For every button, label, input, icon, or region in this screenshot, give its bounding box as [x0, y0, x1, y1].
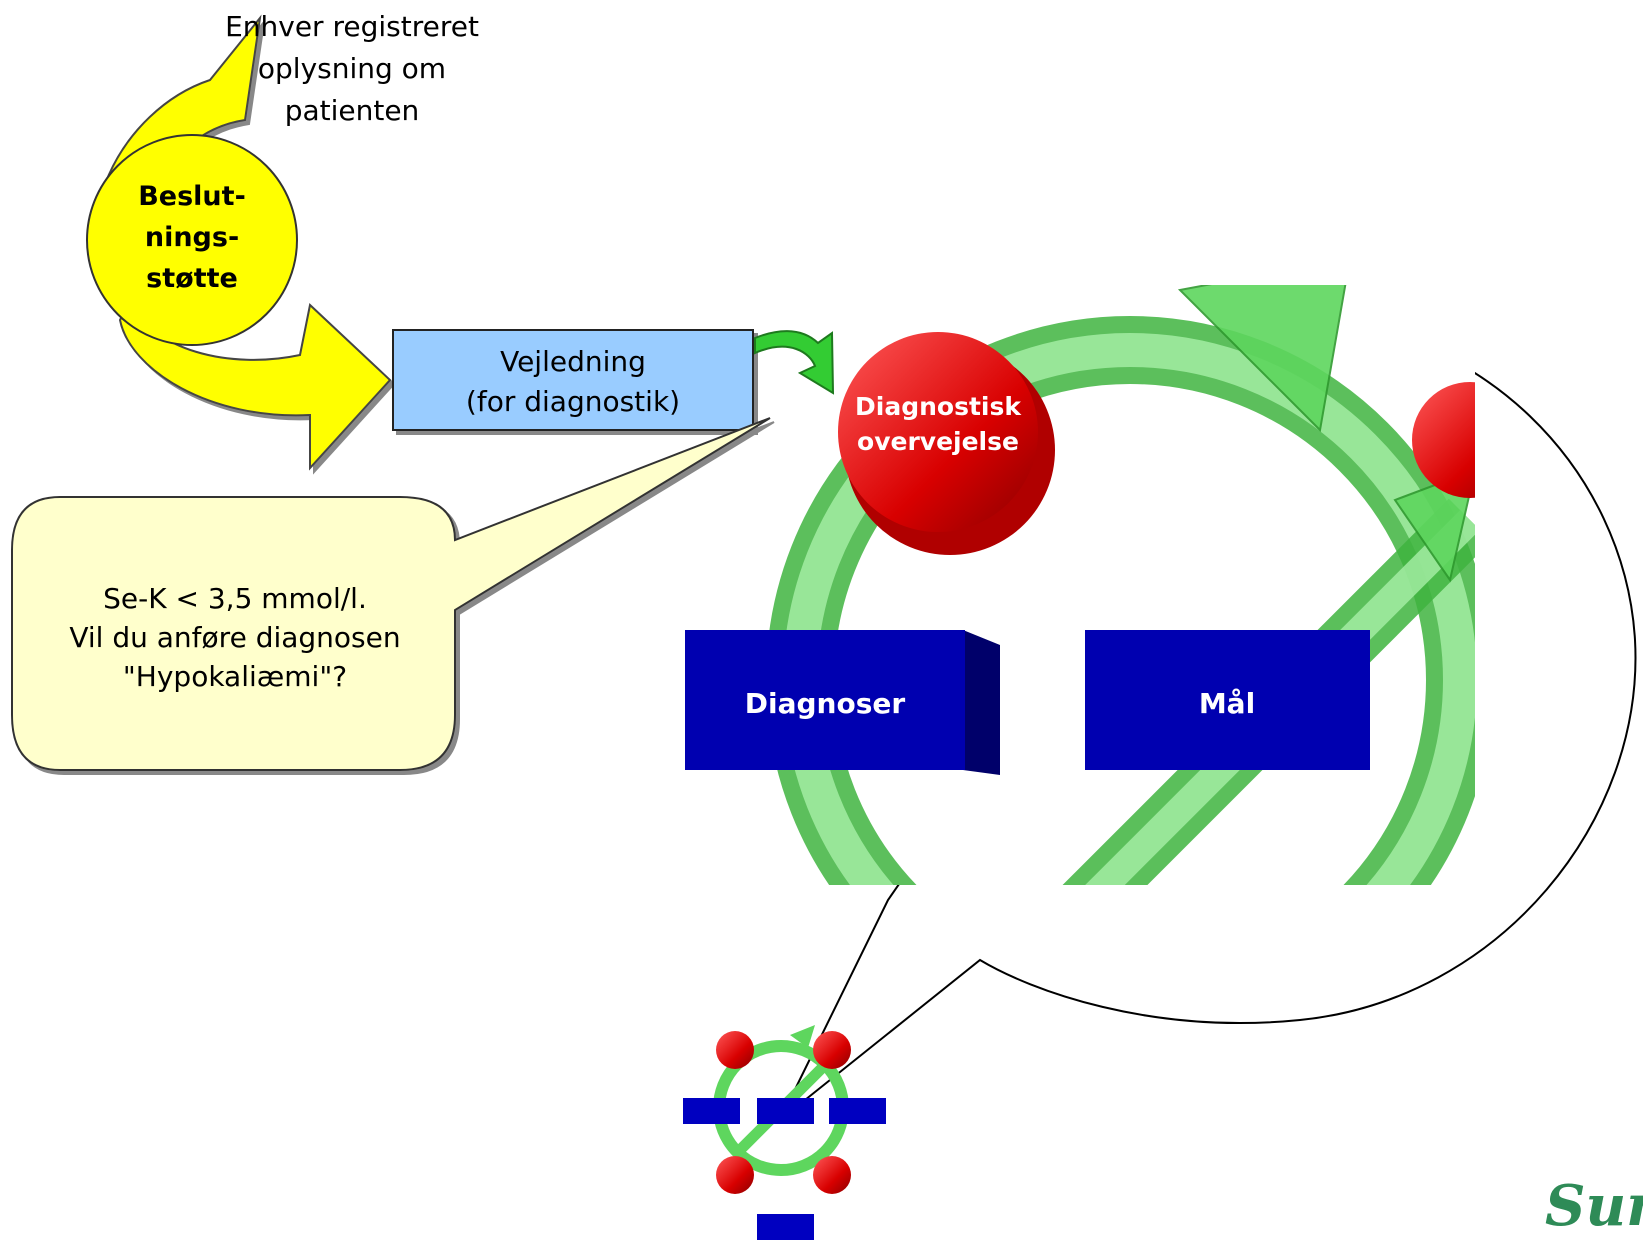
callout-line1: Se-K < 3,5 mmol/l.: [103, 582, 367, 615]
sundit-logo: SundIT: [1545, 1173, 1643, 1239]
guidance-box: [392, 329, 754, 431]
box-maal: Mål: [1085, 630, 1370, 770]
green-arrow-icon: [754, 330, 835, 395]
top-note-line2: oplysning om: [258, 52, 446, 85]
decision-line3: støtte: [146, 263, 238, 294]
callout-line3: "Hypokaliæmi"?: [123, 660, 347, 693]
box-maal-label: Mål: [1199, 687, 1255, 720]
top-note-line3: patienten: [285, 94, 420, 127]
box-diagnoser-label: Diagnoser: [745, 687, 906, 720]
decision-support-circle: Beslut- nings- støtte: [86, 134, 298, 346]
decision-line1: Beslut-: [138, 181, 246, 212]
decision-line2: nings-: [145, 222, 239, 253]
node-diagnostisk-overvejelse: Diagnostisk overvejelse: [838, 332, 1055, 555]
zoom-cycle-image: Diagnostisk overvejelse Diagnoser Mål: [660, 285, 1475, 885]
cycle-node-right: [1412, 382, 1475, 498]
top-note-line1: Enhver registreret: [225, 10, 479, 43]
cycle-arrowhead-top: [1177, 285, 1347, 433]
node-label-line1: Diagnostisk: [855, 392, 1022, 421]
top-note: Enhver registreret oplysning om patiente…: [225, 10, 479, 127]
guidance-line1: Vejledning: [500, 345, 646, 378]
node-label-line2: overvejelse: [857, 427, 1019, 456]
callout-bubble: [11, 417, 771, 771]
callout-line2: Vil du anføre diagnosen: [69, 621, 400, 654]
small-cycle-icon: [683, 1025, 886, 1240]
guidance-line2: (for diagnostik): [466, 385, 680, 418]
box-diagnoser: Diagnoser: [685, 630, 1000, 775]
